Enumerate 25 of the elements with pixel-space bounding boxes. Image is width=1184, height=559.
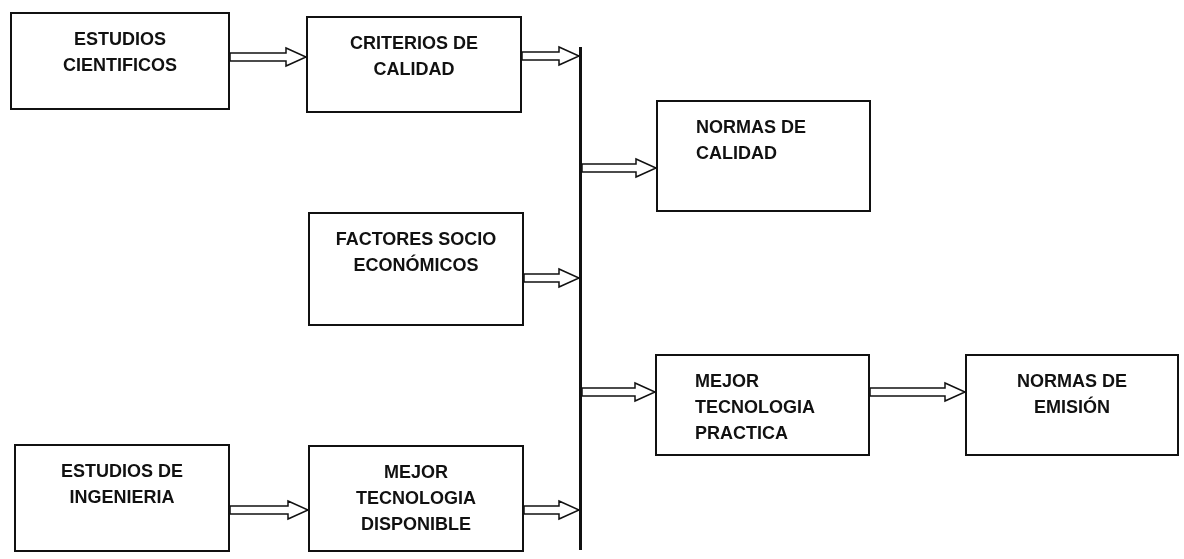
box-label: NORMAS DE EMISIÓN [1016,370,1128,419]
process-box [655,354,870,456]
double-arrow [869,381,967,403]
box-label: ESTUDIOS CIENTIFICOS [62,28,178,77]
junction-bar [579,47,582,550]
double-arrow [229,499,310,521]
double-arrow [229,46,308,68]
double-arrow [521,45,581,67]
box-label: ESTUDIOS DE INGENIERIA [60,460,184,509]
process-box [308,212,524,326]
process-box [965,354,1179,456]
process-box [14,444,230,552]
box-label: NORMAS DE CALIDAD [696,116,807,165]
box-label: MEJOR TECNOLOGIA DISPONIBLE [355,461,477,536]
process-box [10,12,230,110]
box-label: MEJOR TECNOLOGIA PRACTICA [695,370,816,445]
process-box [308,445,524,552]
double-arrow [581,381,657,403]
box-label: FACTORES SOCIO ECONÓMICOS [334,228,498,277]
double-arrow [523,267,581,289]
process-box [656,100,871,212]
process-box [306,16,522,113]
double-arrow [523,499,581,521]
double-arrow [581,157,658,179]
box-label: CRITERIOS DE CALIDAD [349,32,479,81]
